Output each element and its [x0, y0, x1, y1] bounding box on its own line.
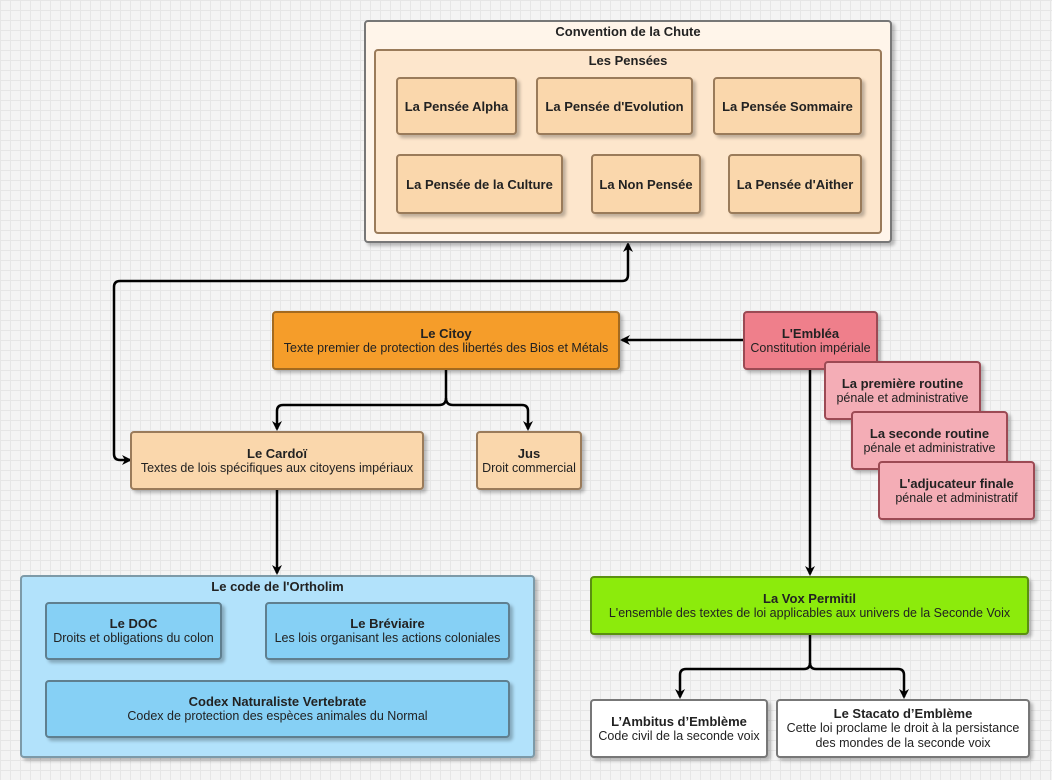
edge-citoy-jus — [444, 397, 533, 431]
ortholim-title: Le code de l'Ortholim — [211, 579, 344, 594]
citoy-node: Le Citoy Texte premier de protection des… — [272, 311, 620, 370]
emblea-node: L'Embléa Constitution impériale — [743, 311, 878, 370]
pensee-alpha: La Pensée Alpha — [396, 77, 517, 135]
ambitus-node: L’Ambitus d’Emblème Code civil de la sec… — [590, 699, 768, 758]
routine-2: La seconde routine pénale et administrat… — [851, 411, 1008, 470]
pensee-evolution: La Pensée d'Evolution — [536, 77, 693, 135]
cardoi-node: Le Cardoï Textes de lois spécifiques aux… — [130, 431, 424, 490]
codex-node: Codex Naturaliste Vertebrate Codex de pr… — [45, 680, 510, 738]
stacato-node: Le Stacato d’Emblème Cette loi proclame … — [776, 699, 1030, 758]
pensee-culture: La Pensée de la Culture — [396, 154, 563, 214]
non-pensee: La Non Pensée — [591, 154, 701, 214]
vox-node: La Vox Permitil L'ensemble des textes de… — [590, 576, 1029, 635]
convention-title: Convention de la Chute — [555, 24, 701, 39]
breviaire-node: Le Bréviaire Les lois organisant les act… — [265, 602, 510, 660]
doc-node: Le DOC Droits et obligations du colon — [45, 602, 222, 660]
jus-node: Jus Droit commercial — [476, 431, 582, 490]
edge-citoy-cardoi — [272, 370, 448, 431]
edge-vox-stacato — [808, 662, 909, 699]
edge-cardoi-convention — [112, 242, 633, 465]
pensee-aither: La Pensée d'Aither — [728, 154, 862, 214]
routine-1: La première routine pénale et administra… — [824, 361, 981, 420]
pensees-title: Les Pensées — [588, 53, 668, 68]
routine-3: L'adjucateur finale pénale et administra… — [878, 461, 1035, 520]
pensee-sommaire: La Pensée Sommaire — [713, 77, 862, 135]
edge-vox-ambitus — [675, 635, 812, 699]
